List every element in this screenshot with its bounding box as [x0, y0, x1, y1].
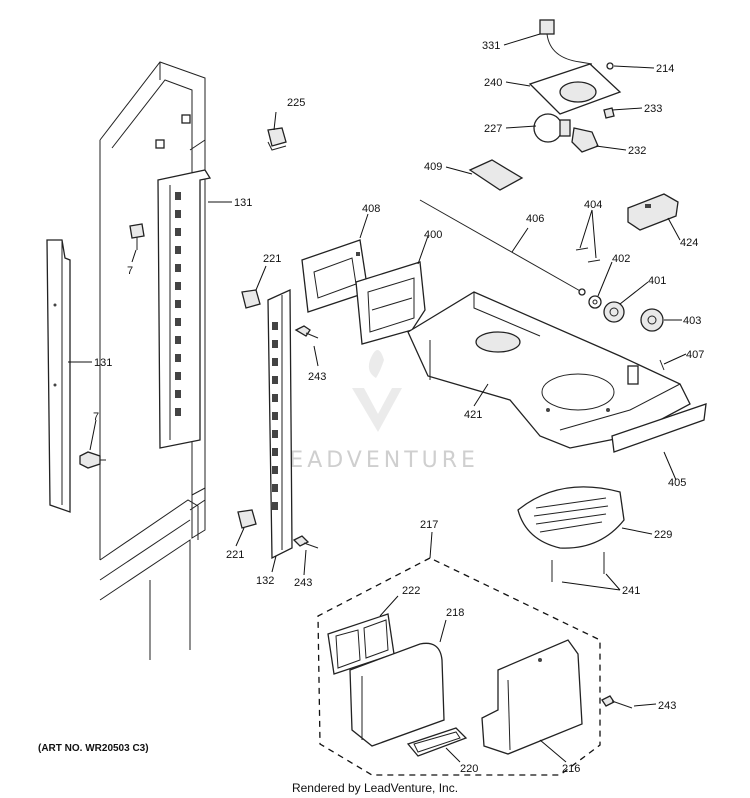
- part-404-pins: [575, 247, 601, 263]
- callout-7-upper: 7: [127, 265, 133, 277]
- part-131-upper-rail: [157, 169, 212, 449]
- callout-131-upper: 131: [234, 197, 252, 209]
- part-401-gear: [603, 301, 625, 323]
- part-131-left-rail: [46, 239, 71, 513]
- part-331-harness: [539, 19, 593, 65]
- callout-409: 409: [424, 161, 442, 173]
- part-243-screw-lower: [601, 695, 633, 709]
- callout-233: 233: [644, 103, 662, 115]
- callout-408: 408: [362, 203, 380, 215]
- part-216-duct: [481, 639, 583, 755]
- callout-243-lower: 243: [658, 700, 676, 712]
- callout-217: 217: [420, 519, 438, 531]
- part-221-clip-lower: [237, 509, 257, 529]
- callout-218: 218: [446, 607, 464, 619]
- callout-232: 232: [628, 145, 646, 157]
- callout-221-upper: 221: [263, 253, 281, 265]
- callout-229: 229: [654, 529, 672, 541]
- part-227-bulb: [533, 113, 571, 143]
- callout-405: 405: [668, 477, 686, 489]
- part-400-bracket: [355, 261, 426, 345]
- callout-243-upper: 243: [308, 371, 326, 383]
- callout-331: 331: [482, 40, 500, 52]
- callout-400: 400: [424, 229, 442, 241]
- part-407-screw: [659, 359, 665, 371]
- watermark-logo: [352, 350, 402, 432]
- kit-217-outline: [317, 557, 601, 776]
- part-405-trim: [611, 403, 707, 453]
- callout-421: 421: [464, 409, 482, 421]
- art-number: (ART NO. WR20503 C3): [38, 743, 149, 754]
- part-243-screw-upper: [294, 325, 319, 339]
- callout-216: 216: [562, 763, 580, 775]
- part-240-light-housing: [528, 63, 622, 115]
- callout-240: 240: [484, 77, 502, 89]
- callout-406: 406: [526, 213, 544, 225]
- callout-402: 402: [612, 253, 630, 265]
- part-402-washer: [588, 295, 602, 309]
- part-225-clip: [267, 127, 287, 151]
- part-221-clip-upper: [241, 289, 261, 309]
- part-132-center-rail: [267, 288, 293, 560]
- part-243-screw-middle: [292, 535, 319, 549]
- watermark-text: LEADVENTURE: [273, 448, 479, 473]
- callout-220: 220: [460, 763, 478, 775]
- part-233-screw: [603, 107, 615, 119]
- part-424-control-board: [627, 193, 679, 231]
- part-406-rod: [419, 199, 586, 296]
- callout-404: 404: [584, 199, 602, 211]
- callout-132: 132: [256, 575, 274, 587]
- callout-227: 227: [484, 123, 502, 135]
- cabinet-liner: [99, 61, 206, 660]
- callout-403: 403: [683, 315, 701, 327]
- part-232-socket: [571, 127, 599, 153]
- callout-407: 407: [686, 349, 704, 361]
- callout-214: 214: [656, 63, 674, 75]
- leader-lines: [68, 33, 687, 763]
- part-241-screws: [551, 552, 605, 582]
- callout-131-left: 131: [94, 357, 112, 369]
- callout-243-middle: 243: [294, 577, 312, 589]
- callout-424: 424: [680, 237, 698, 249]
- footer-credit: Rendered by LeadVenture, Inc.: [291, 781, 459, 795]
- callout-401: 401: [648, 275, 666, 287]
- callout-225: 225: [287, 97, 305, 109]
- part-229-drip-tray: [517, 486, 625, 549]
- part-220-gasket: [406, 727, 468, 757]
- callout-labels: 331 214 240 233 227 232 225 409 131 408 …: [93, 40, 704, 775]
- callout-7-lower: 7: [93, 411, 99, 423]
- part-403-knob: [640, 308, 664, 332]
- callout-221-lower: 221: [226, 549, 244, 561]
- callout-222: 222: [402, 585, 420, 597]
- part-218-duct: [349, 642, 445, 747]
- part-7-screw-upper: [129, 223, 145, 250]
- part-7-screw-lower: [79, 451, 106, 469]
- part-409-pad: [468, 159, 524, 191]
- part-214-nut: [606, 62, 614, 70]
- callout-241: 241: [622, 585, 640, 597]
